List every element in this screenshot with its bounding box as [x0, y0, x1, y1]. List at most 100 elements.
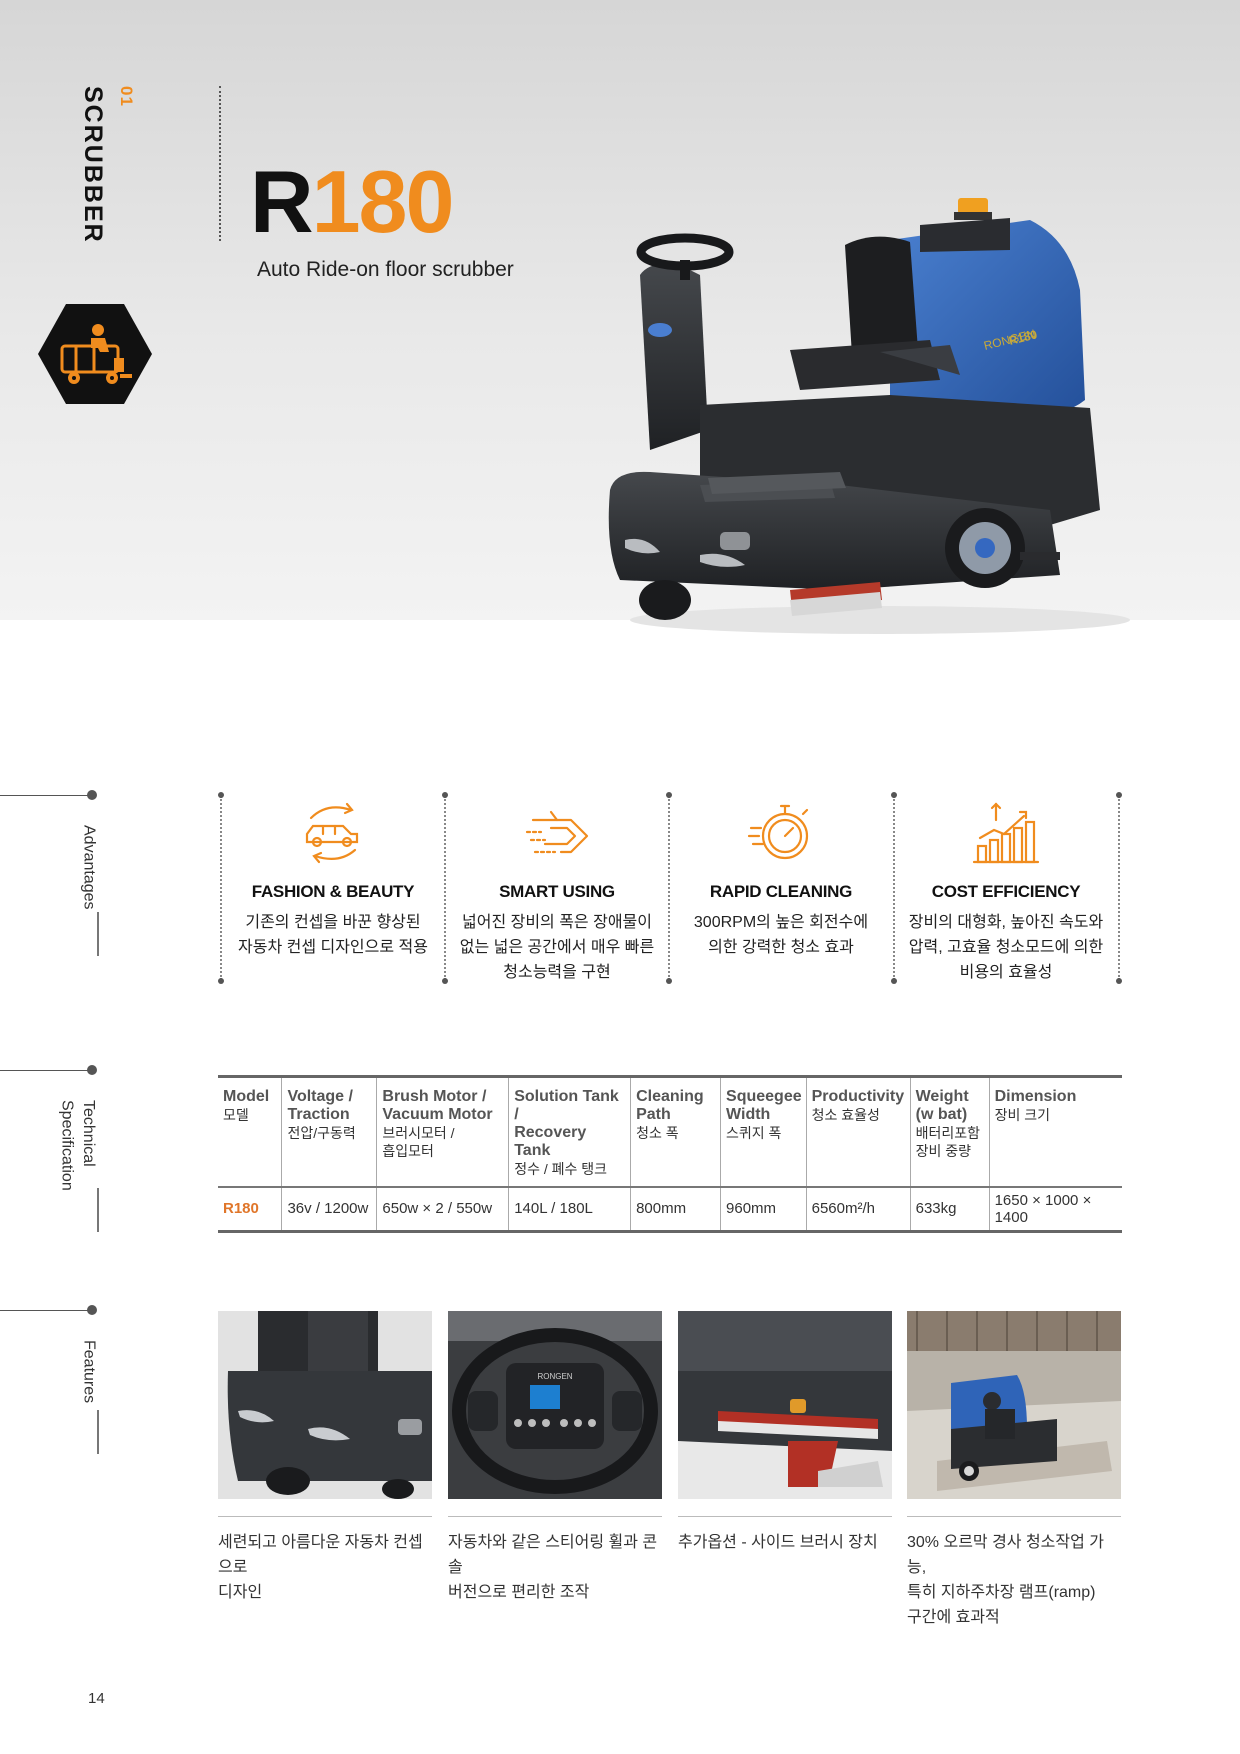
- features-dot: [87, 1305, 97, 1315]
- advantage-desc-line: 300RPM의 높은 회전수에: [693, 914, 869, 931]
- feature-caption-line: 구간에 효과적: [907, 1609, 1000, 1626]
- advantage-desc-line: 비용의 효율성: [959, 964, 1053, 981]
- spec-header-en: Width: [726, 1106, 771, 1123]
- feature-rule: [907, 1516, 1121, 1517]
- model-subtitle: Auto Ride-on floor scrubber: [257, 258, 514, 281]
- steering-brand-text: RONGEN: [537, 1372, 572, 1381]
- r180-scrubber-machine-image: RONGEN R180: [608, 198, 1130, 634]
- adv-divider: [1116, 792, 1122, 984]
- advantage-desc-line: 기존의 컨셉을 바꾼 향상된: [245, 914, 421, 931]
- section-number: 01: [117, 86, 136, 107]
- features-tick: [97, 1410, 99, 1454]
- car-refresh-icon: [305, 802, 359, 864]
- feature-photo-steering-wheel: RONGEN: [448, 1311, 662, 1499]
- spec-cell: 140L / 180L: [508, 1187, 632, 1231]
- feature-rule: [678, 1516, 892, 1517]
- spec-header-ko: 청소 효율성: [811, 1107, 880, 1123]
- advantage-title: RAPID CLEANING: [709, 882, 853, 901]
- spec-header-en: Model: [223, 1088, 270, 1105]
- spec-cell: 1650 × 1000 × 1400: [994, 1191, 1092, 1226]
- feature-caption-line: 버전으로 편리한 조작: [448, 1584, 590, 1601]
- adv-divider: [891, 792, 897, 984]
- advantage-item: RAPID CLEANING 300RPM의 높은 회전수에 의한 강력한 청소…: [669, 798, 893, 960]
- adv-divider: [442, 792, 448, 984]
- page-number: 14: [88, 1690, 105, 1707]
- feature-rule: [218, 1516, 432, 1517]
- technical-label-line1: Technical: [80, 1100, 98, 1167]
- ride-on-scrubber-icon: [38, 304, 152, 404]
- spec-header-en: Productivity: [811, 1088, 905, 1105]
- spec-header-ko: 흡입모터: [382, 1143, 434, 1159]
- spec-header-en: Cleaning: [636, 1088, 704, 1105]
- spec-header-ko: 장비 중량: [915, 1143, 972, 1159]
- feature-caption-line: 디자인: [218, 1584, 263, 1601]
- advantage-title: SMART USING: [499, 882, 615, 901]
- fast-arrows-icon: [525, 810, 589, 854]
- technical-dot: [87, 1065, 97, 1075]
- spec-cell: 960mm: [720, 1187, 807, 1231]
- advantage-desc-line: 넓어진 장비의 폭은 장애물이: [462, 914, 652, 931]
- advantage-item: COST EFFICIENCY 장비의 대형화, 높아진 속도와 압력, 고효율…: [894, 798, 1118, 985]
- spec-header-en: Brush Motor /: [382, 1088, 487, 1105]
- advantage-desc-line: 압력, 고효율 청소모드에 의한: [908, 939, 1104, 956]
- advantages-tick: [97, 912, 99, 956]
- spec-header-en: Dimension: [994, 1088, 1077, 1105]
- spec-cell: 6560m²/h: [806, 1187, 911, 1231]
- spec-header-ko: 스퀴지 폭: [726, 1125, 782, 1141]
- stopwatch-icon: [747, 804, 809, 860]
- advantage-desc-line: 장비의 대형화, 높아진 속도와: [908, 914, 1104, 931]
- adv-divider: [666, 792, 672, 984]
- spec-cell: 36v / 1200w: [281, 1187, 378, 1231]
- feature-caption: 세련되고 아름다운 자동차 컨셉으로 디자인: [218, 1530, 434, 1605]
- spec-header-cell: Model 모델: [218, 1076, 283, 1187]
- spec-header-en: Squeegee: [726, 1088, 802, 1105]
- features-rule: [0, 1310, 92, 1311]
- feature-caption: 30% 오르막 경사 청소작업 가능, 특히 지하주차장 램프(ramp) 구간…: [907, 1530, 1123, 1630]
- spec-header-en: Recovery Tank: [514, 1124, 587, 1159]
- advantage-desc: 기존의 컨셉을 바꾼 향상된 자동차 컨셉 디자인으로 적용: [221, 910, 445, 960]
- spec-header-ko: 청소 폭: [636, 1125, 679, 1141]
- feature-photo-ramp-operation: [907, 1311, 1121, 1499]
- features-label: Features: [80, 1340, 98, 1404]
- feature-caption: 추가옵션 - 사이드 브러시 장치: [678, 1530, 894, 1555]
- spec-header-ko: 브러시모터 /: [382, 1125, 455, 1141]
- spec-header-cell: Productivity 청소 효율성: [806, 1076, 911, 1187]
- spec-header-cell: Dimension 장비 크기: [989, 1077, 1122, 1188]
- spec-header-en: Traction: [287, 1106, 350, 1123]
- advantage-desc: 300RPM의 높은 회전수에 의한 강력한 청소 효과: [669, 910, 893, 960]
- feature-caption-line: 자동차와 같은 스티어링 휠과 콘솔: [448, 1534, 658, 1576]
- spec-header-en: Voltage /: [287, 1088, 353, 1105]
- model-title: R180: [250, 158, 454, 246]
- spec-header-ko: 장비 크기: [994, 1107, 1050, 1123]
- machine-model-badge: R180: [1007, 327, 1039, 348]
- divider-dotted: [219, 86, 221, 241]
- spec-cell: 800mm: [630, 1187, 722, 1231]
- advantage-desc-line: 자동차 컨셉 디자인으로 적용: [238, 939, 428, 956]
- spec-header-ko: 배터리포함: [915, 1125, 981, 1141]
- feature-photo-side-brush: [678, 1311, 892, 1499]
- spec-header-en: Path: [636, 1106, 671, 1123]
- feature-caption-line: 추가옵션 - 사이드 브러시 장치: [678, 1534, 878, 1551]
- advantage-item: FASHION & BEAUTY 기존의 컨셉을 바꾼 향상된 자동차 컨셉 디…: [221, 798, 445, 960]
- spec-cell: 650w × 2 / 550w: [376, 1187, 510, 1231]
- advantage-desc-line: 의한 강력한 청소 효과: [708, 939, 854, 956]
- section-title: SCRUBBER: [79, 86, 107, 244]
- feature-caption-line: 특히 지하주차장 램프(ramp): [907, 1584, 1096, 1601]
- spec-data-row: R180 36v / 1200w 650w × 2 / 550w 140L / …: [218, 1187, 1122, 1231]
- spec-header-ko: 모델: [223, 1107, 249, 1123]
- advantages-label: Advantages: [80, 825, 98, 910]
- advantages-dot: [87, 790, 97, 800]
- technical-label-line2: Specification: [58, 1100, 76, 1191]
- advantage-item: SMART USING 넓어진 장비의 폭은 장애물이 없는 넓은 공간에서 매…: [445, 798, 669, 985]
- feature-photo-front-lights: [218, 1311, 432, 1499]
- advantage-desc-line: 없는 넓은 공간에서 매우 빠른: [459, 939, 655, 956]
- feature-caption-line: 세련되고 아름다운 자동차 컨셉으로: [218, 1534, 423, 1576]
- advantage-desc: 넓어진 장비의 폭은 장애물이 없는 넓은 공간에서 매우 빠른 청소능력을 구…: [445, 910, 669, 985]
- adv-divider: [218, 792, 224, 984]
